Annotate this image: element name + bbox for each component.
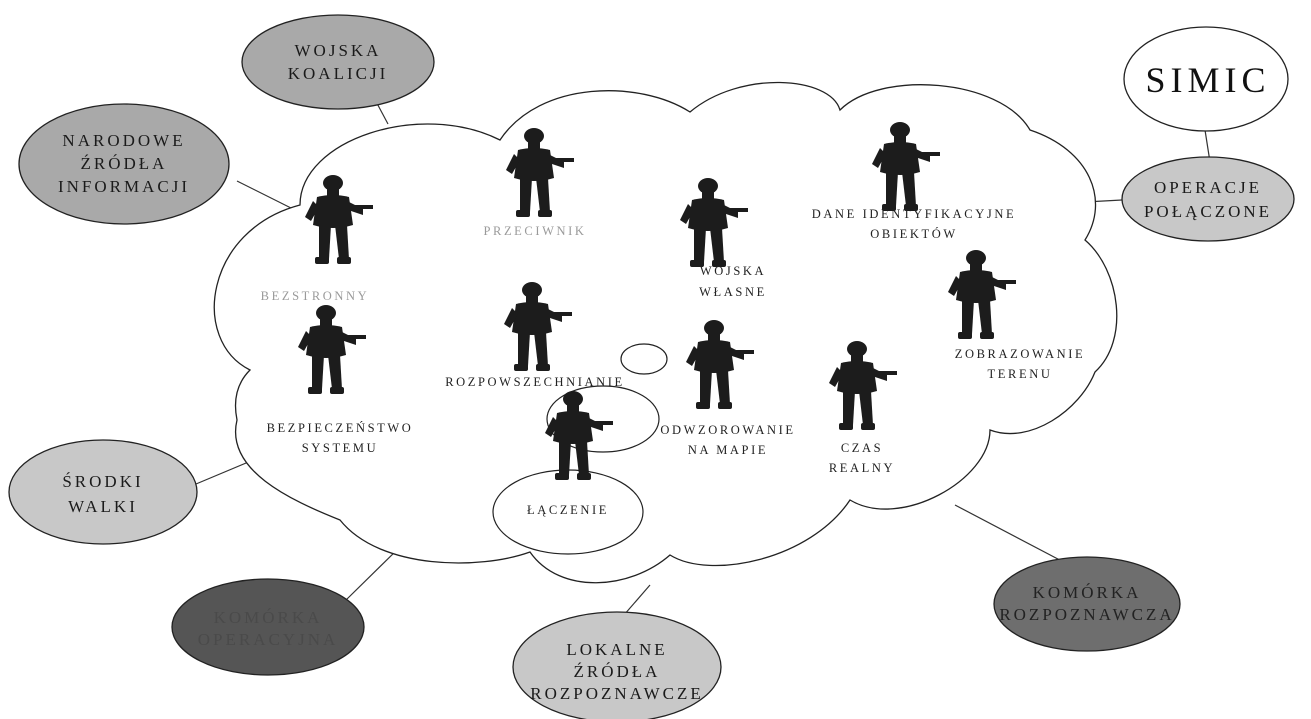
label-zobrazowanie-1: ZOBRAZOWANIE — [955, 347, 1086, 361]
cloud-labels: PRZECIWNIK BEZSTRONNY WOJSKA WŁASNE DANE… — [261, 207, 1086, 517]
external-node-wojska-koalicji: WOJSKA KOALICJI — [241, 14, 435, 110]
label-operacje-2: POŁĄCZONE — [1144, 202, 1272, 221]
label-rozpowszechnianie: ROZPOWSZECHNIANIE — [445, 375, 625, 389]
label-lokalne-2: ŹRÓDŁA — [574, 662, 661, 681]
label-narodowe-1: NARODOWE — [62, 131, 185, 150]
external-node-simic: SIMIC — [1123, 26, 1289, 132]
label-wojska-wlasne-1: WOJSKA — [700, 264, 766, 278]
label-dane-1: DANE IDENTYFIKACYJNE — [812, 207, 1016, 221]
label-bezstronny: BEZSTRONNY — [261, 289, 370, 303]
external-node-komorka-rozpoznawcza: KOMÓRKA ROZPOZNAWCZA — [993, 556, 1181, 652]
label-komorka-operacyjna-2: OPERACYJNA — [198, 630, 339, 649]
small-circle — [620, 343, 668, 375]
label-lokalne-1: LOKALNE — [566, 640, 667, 659]
external-node-lokalne: LOKALNE ŹRÓDŁA ROZPOZNAWCZE — [512, 611, 722, 719]
label-dane-2: OBIEKTÓW — [870, 227, 957, 241]
label-czas-1: CZAS — [841, 441, 883, 455]
label-bezpieczenstwo-1: BEZPIECZEŃSTWO — [267, 421, 414, 435]
external-node-srodki-walki: ŚRODKI WALKI — [8, 439, 198, 545]
label-przeciwnik: PRZECIWNIK — [483, 224, 586, 238]
label-komorka-operacyjna-1: KOMÓRKA — [214, 608, 323, 627]
label-narodowe-2: ŹRÓDŁA — [81, 154, 168, 173]
label-operacje-1: OPERACJE — [1154, 178, 1262, 197]
label-zobrazowanie-2: TERENU — [988, 367, 1053, 381]
label-narodowe-3: INFORMACJI — [58, 177, 190, 196]
label-wojska-koalicji-1: WOJSKA — [295, 41, 382, 60]
label-wojska-wlasne-2: WŁASNE — [699, 285, 767, 299]
external-node-operacje-polaczone: OPERACJE POŁĄCZONE — [1121, 156, 1295, 242]
external-node-komorka-operacyjna: KOMÓRKA OPERACYJNA — [171, 578, 365, 676]
label-lokalne-3: ROZPOZNAWCZE — [530, 684, 703, 703]
label-srodki-2: WALKI — [68, 497, 138, 516]
label-srodki-1: ŚRODKI — [62, 472, 143, 491]
label-bezpieczenstwo-2: SYSTEMU — [302, 441, 379, 455]
label-wojska-koalicji-2: KOALICJI — [288, 64, 389, 83]
label-odwzorowanie-1: ODWZOROWANIE — [660, 423, 795, 437]
external-node-narodowe: NARODOWE ŹRÓDŁA INFORMACJI — [18, 103, 230, 225]
label-komorka-rozpoznawcza-1: KOMÓRKA — [1033, 583, 1142, 602]
label-komorka-rozpoznawcza-2: ROZPOZNAWCZA — [999, 605, 1174, 624]
label-laczenie: ŁĄCZENIE — [527, 503, 609, 517]
label-simic: SIMIC — [1145, 60, 1270, 100]
label-czas-2: REALNY — [829, 461, 895, 475]
label-odwzorowanie-2: NA MAPIE — [688, 443, 768, 457]
